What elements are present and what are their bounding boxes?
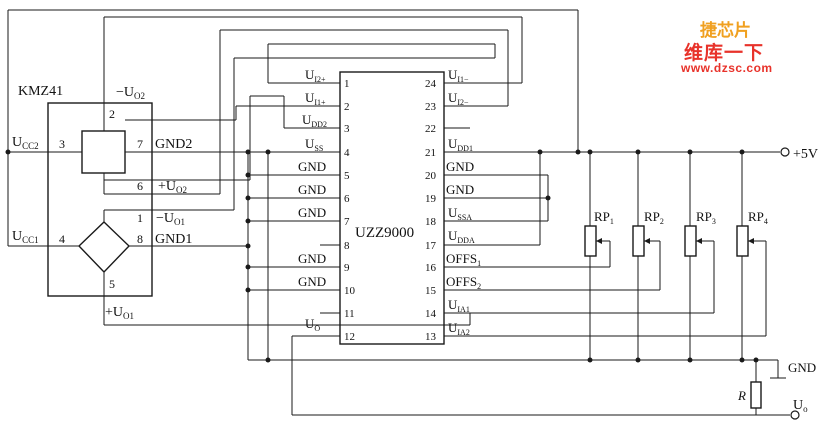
rp3-wiper-arrow (696, 238, 702, 244)
watermark-url: www.dzsc.com (681, 61, 773, 75)
svg-text:5: 5 (344, 170, 350, 182)
svg-text:24: 24 (425, 78, 437, 90)
svg-text:OFFS1: OFFS1 (446, 251, 481, 268)
svg-text:22: 22 (425, 123, 436, 135)
label-uo1-plus: +UO1 (105, 305, 134, 321)
svg-text:UDDA: UDDA (448, 228, 475, 245)
svg-text:14: 14 (425, 308, 437, 320)
supply-label: +5V (793, 147, 818, 162)
ground-label: GND (788, 360, 816, 375)
sensor-pin-6: 6 (137, 179, 143, 193)
label-gnd2: GND2 (155, 137, 192, 152)
svg-text:UI1+: UI1+ (305, 90, 326, 107)
resistor-label: R (737, 388, 746, 403)
svg-text:UI2+: UI2+ (305, 67, 326, 84)
rp2-wiper-arrow (644, 238, 650, 244)
ic-right-stubs (444, 82, 470, 337)
svg-text:UO: UO (305, 316, 320, 333)
svg-text:2: 2 (344, 101, 350, 113)
rp2-body (632, 225, 645, 257)
rp3-label: RP3 (696, 209, 716, 226)
resistor-r-body (750, 381, 762, 409)
rp4-body (736, 225, 749, 257)
svg-text:19: 19 (425, 193, 437, 205)
svg-text:UIA2: UIA2 (448, 320, 470, 337)
wires (7, 9, 790, 416)
svg-text:UI2−: UI2− (448, 90, 469, 107)
junction-dots (5, 149, 759, 363)
svg-text:GND: GND (298, 182, 326, 197)
svg-text:GND: GND (446, 182, 474, 197)
svg-text:GND: GND (298, 159, 326, 174)
label-vcc1: UCC1 (12, 229, 39, 245)
svg-text:16: 16 (425, 262, 437, 274)
svg-text:10: 10 (344, 285, 356, 297)
svg-text:12: 12 (344, 331, 355, 343)
svg-text:GND: GND (298, 274, 326, 289)
sensor-name: KMZ41 (18, 84, 63, 99)
svg-text:GND: GND (446, 159, 474, 174)
svg-text:23: 23 (425, 101, 437, 113)
rp1-wiper-arrow (596, 238, 602, 244)
kmz41-sensor (47, 102, 153, 297)
ic-left-pin-numbers: 1 2 3 4 5 6 7 8 9 10 11 12 (344, 78, 356, 343)
label-vcc2: UCC2 (12, 135, 39, 151)
rp2-label: RP2 (644, 209, 664, 226)
svg-text:13: 13 (425, 331, 437, 343)
svg-text:3: 3 (344, 123, 350, 135)
svg-text:GND: GND (298, 251, 326, 266)
ic-left-pin-labels: UI2+ UI1+ UDD2 USS GND GND GND GND GND U… (298, 67, 327, 333)
svg-text:UDD2: UDD2 (302, 112, 327, 129)
svg-text:1: 1 (344, 78, 350, 90)
svg-text:6: 6 (344, 193, 350, 205)
svg-text:8: 8 (344, 240, 350, 252)
watermark-title: 维库一下 (684, 43, 765, 64)
svg-text:4: 4 (344, 147, 350, 159)
uzz9000-ic (339, 71, 445, 345)
watermark-logo: 捷芯片 (700, 21, 751, 41)
sensor-pin-3: 3 (59, 137, 65, 151)
svg-text:17: 17 (425, 240, 437, 252)
rp4-wiper-arrow (748, 238, 754, 244)
label-uo2-minus: −UO2 (116, 85, 145, 101)
svg-text:USS: USS (305, 136, 323, 153)
supply-terminal (780, 147, 790, 157)
svg-text:GND: GND (298, 205, 326, 220)
svg-text:UIA1: UIA1 (448, 297, 470, 314)
rp4-label: RP4 (748, 209, 768, 226)
svg-text:UDD1: UDD1 (448, 136, 473, 153)
sensor-pin-7: 7 (137, 137, 143, 151)
output-label: Uo (793, 398, 808, 414)
sensor-pin-5: 5 (109, 277, 115, 291)
label-uo2-plus: +UO2 (158, 179, 187, 195)
ic-left-stubs (320, 82, 340, 337)
svg-text:UI1−: UI1− (448, 67, 469, 84)
svg-text:9: 9 (344, 262, 350, 274)
output-terminal (790, 410, 800, 420)
sensor-pin-1: 1 (137, 211, 143, 225)
sensor-pin-4: 4 (59, 232, 65, 246)
label-gnd1: GND1 (155, 232, 192, 247)
svg-text:USSA: USSA (448, 205, 472, 222)
label-uo1-minus: −UO1 (156, 211, 185, 227)
sensor-pin-8: 8 (137, 232, 143, 246)
ic-right-pin-labels: UI1− UI2− UDD1 GND GND USSA UDDA OFFS1 O… (446, 67, 481, 337)
svg-text:11: 11 (344, 308, 355, 320)
potentiometers (584, 225, 754, 257)
ic-right-pin-numbers: 24 23 22 21 20 19 18 17 16 15 14 13 (425, 78, 437, 343)
svg-text:18: 18 (425, 216, 437, 228)
svg-text:20: 20 (425, 170, 437, 182)
rp1-label: RP1 (594, 209, 614, 226)
svg-text:7: 7 (344, 216, 350, 228)
svg-text:21: 21 (425, 147, 436, 159)
rp3-body (684, 225, 697, 257)
svg-text:OFFS2: OFFS2 (446, 274, 481, 291)
sensor-pin-2: 2 (109, 107, 115, 121)
ic-name: UZZ9000 (355, 225, 414, 241)
rp1-body (584, 225, 597, 257)
svg-text:15: 15 (425, 285, 437, 297)
